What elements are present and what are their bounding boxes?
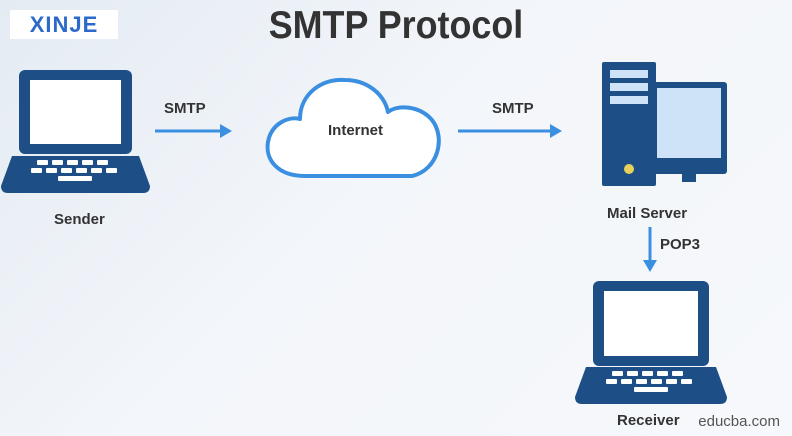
page-title: SMTP Protocol [268,4,524,47]
edge-label-smtp-1: SMTP [164,100,206,117]
node-label-receiver: Receiver [617,412,680,429]
edge-label-smtp-2: SMTP [492,100,534,117]
internet-cloud-icon [265,77,441,178]
edge-label-pop3: POP3 [660,236,701,253]
node-label-internet: Internet [328,122,384,139]
node-label-sender: Sender [54,211,105,228]
arrow-server-to-receiver [643,227,657,272]
receiver-laptop-icon [575,281,727,404]
xinje-logo: XINJE [10,10,118,39]
node-label-mail-server: Mail Server [607,205,688,222]
logo-text: XINJE [29,11,99,37]
arrow-internet-to-server [458,124,562,138]
watermark-text: educba.com [698,413,780,430]
mail-server-icon [602,62,727,186]
sender-laptop-icon [1,70,150,193]
arrow-sender-to-internet [155,124,232,138]
